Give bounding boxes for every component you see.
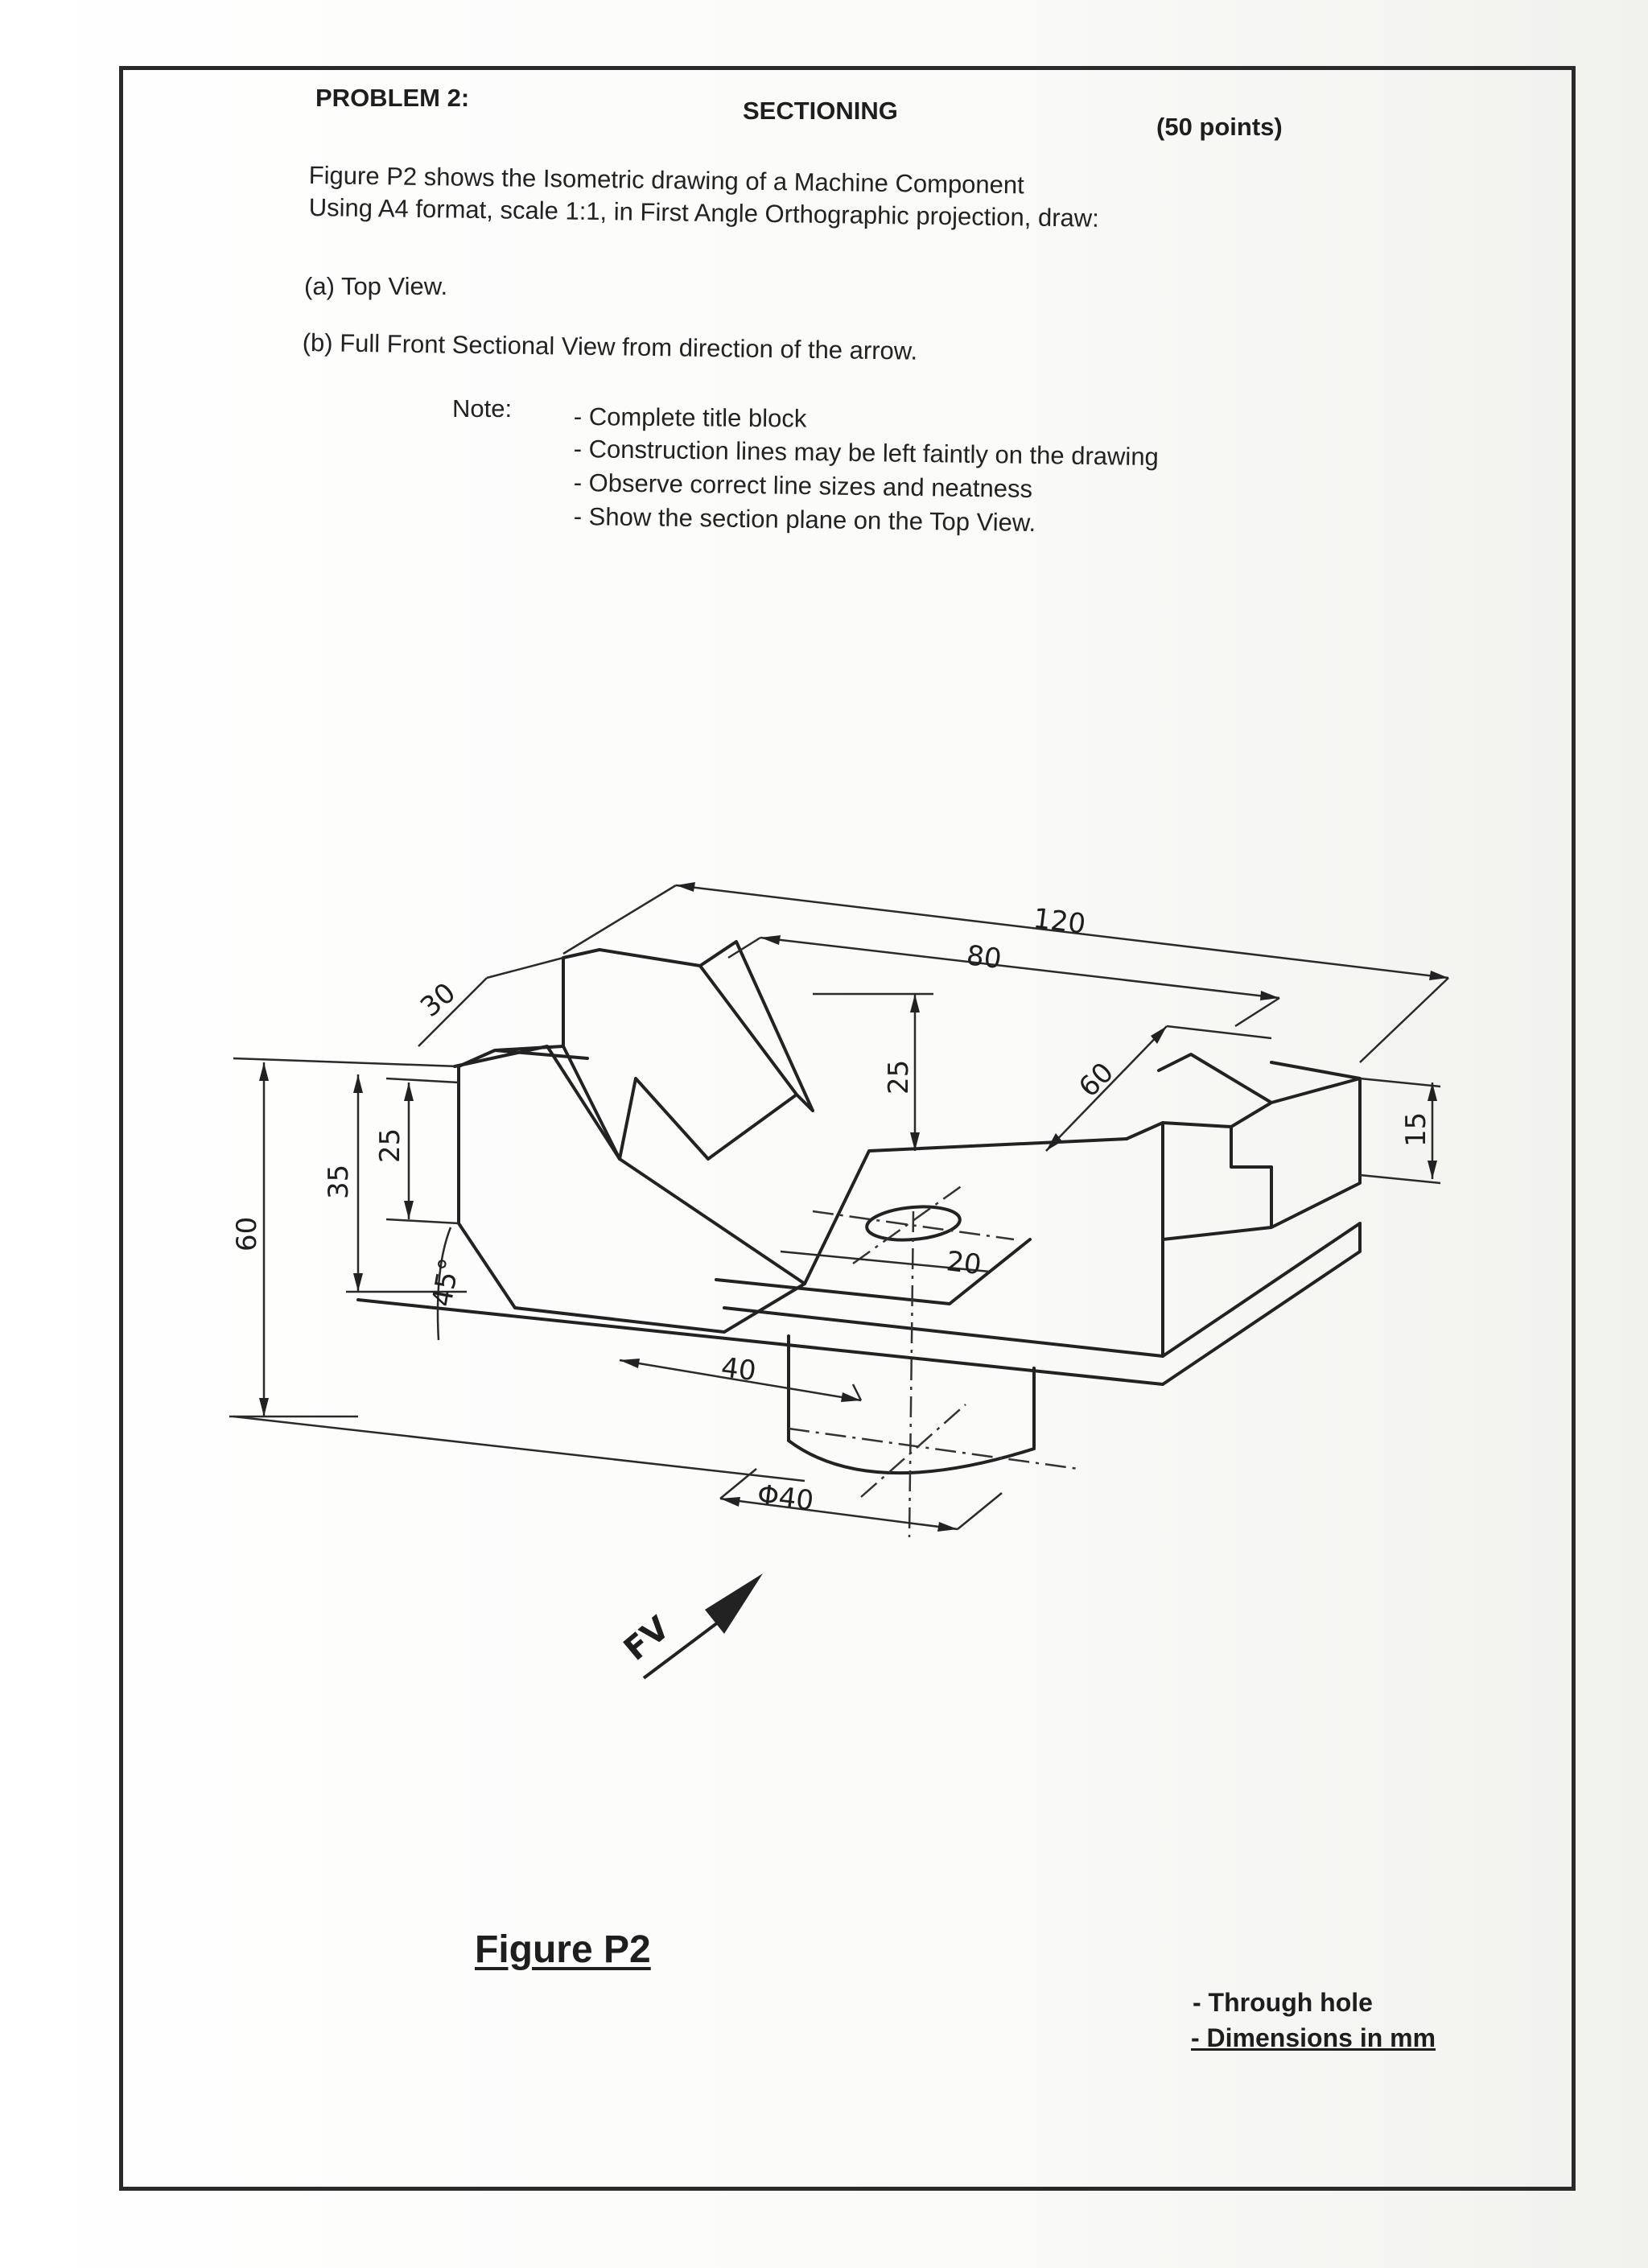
dim-60-right-text: 60 <box>1073 1056 1120 1103</box>
dim-30-line <box>418 956 564 1047</box>
view-arrow-head <box>705 1573 763 1634</box>
arrowhead <box>1151 1026 1167 1044</box>
dim-25-left-line <box>385 1077 459 1225</box>
arrowhead <box>910 994 920 1012</box>
dim-phi40-text: Φ40 <box>756 1478 815 1517</box>
dim-40-line <box>619 1359 863 1402</box>
dim-20-line <box>780 1250 991 1273</box>
arrowhead <box>259 1062 269 1081</box>
dim-120-line <box>562 884 1449 1063</box>
base-extension-line <box>233 1415 805 1482</box>
task-a: (a) Top View. <box>304 272 448 300</box>
through-hole <box>865 1205 962 1242</box>
dim-60-left-text: 60 <box>231 1217 263 1252</box>
dim-30-text: 30 <box>414 976 462 1023</box>
base-plate-outline <box>356 1222 1362 1386</box>
center-line-diagonal <box>852 1181 966 1498</box>
arrowhead <box>1260 991 1279 1000</box>
arrowhead <box>620 1359 640 1368</box>
dim-35-text: 35 <box>323 1165 355 1199</box>
center-line-vertical <box>908 1210 915 1538</box>
drawing-border <box>119 66 1576 2191</box>
dim-45-arc <box>436 1227 452 1341</box>
problem-label: PROBLEM 2: <box>315 84 470 112</box>
remark-dimensions: - Dimensions in mm <box>1191 2023 1436 2052</box>
figure-title: Figure P2 <box>475 1928 651 1971</box>
arrowhead <box>720 1497 740 1507</box>
arrowhead <box>259 1398 269 1416</box>
dim-25-upper-text: 25 <box>883 1060 915 1095</box>
view-arrow-shaft <box>642 1616 726 1680</box>
dim-60-left-line <box>229 1057 459 1418</box>
right-slot-block <box>1125 1053 1362 1358</box>
points-label: (50 points) <box>1156 113 1283 141</box>
arrowhead <box>404 1082 414 1101</box>
remark-through-hole: - Through hole <box>1193 1988 1373 2017</box>
dim-20-text: 20 <box>945 1245 983 1281</box>
arrowhead <box>937 1522 958 1532</box>
dim-80-text: 80 <box>965 939 1003 975</box>
arrowhead <box>404 1201 414 1219</box>
arrowhead <box>1428 1161 1437 1179</box>
arrowhead <box>353 1273 363 1292</box>
arrowhead <box>760 935 781 945</box>
dim-15-text: 15 <box>1400 1112 1432 1147</box>
arrowhead <box>910 1132 920 1151</box>
center-surface <box>715 1137 1128 1305</box>
dim-25-left-text: 25 <box>374 1128 406 1163</box>
back-vblock <box>562 940 814 1161</box>
arrowhead <box>841 1392 861 1402</box>
dim-80-line <box>727 936 1280 1028</box>
left-vblock-front <box>453 1045 806 1334</box>
dim-25-upper-line <box>813 992 933 1151</box>
topic-title: SECTIONING <box>743 97 898 125</box>
dim-45-text: 45° <box>426 1256 466 1309</box>
arrowhead <box>1428 1082 1437 1101</box>
dim-60-right-line <box>1045 1025 1272 1152</box>
arrowhead <box>676 882 695 892</box>
center-line-horizontal <box>788 1210 1079 1470</box>
dim-35-line <box>346 1074 467 1293</box>
dim-120-text: 120 <box>1032 902 1087 941</box>
note-label: Note: <box>452 394 513 423</box>
dim-40-text: 40 <box>719 1351 758 1388</box>
arrowhead <box>1046 1133 1062 1151</box>
arrowhead <box>353 1074 363 1093</box>
left-vblock-top <box>457 1045 621 1161</box>
arrowhead <box>1429 971 1448 980</box>
